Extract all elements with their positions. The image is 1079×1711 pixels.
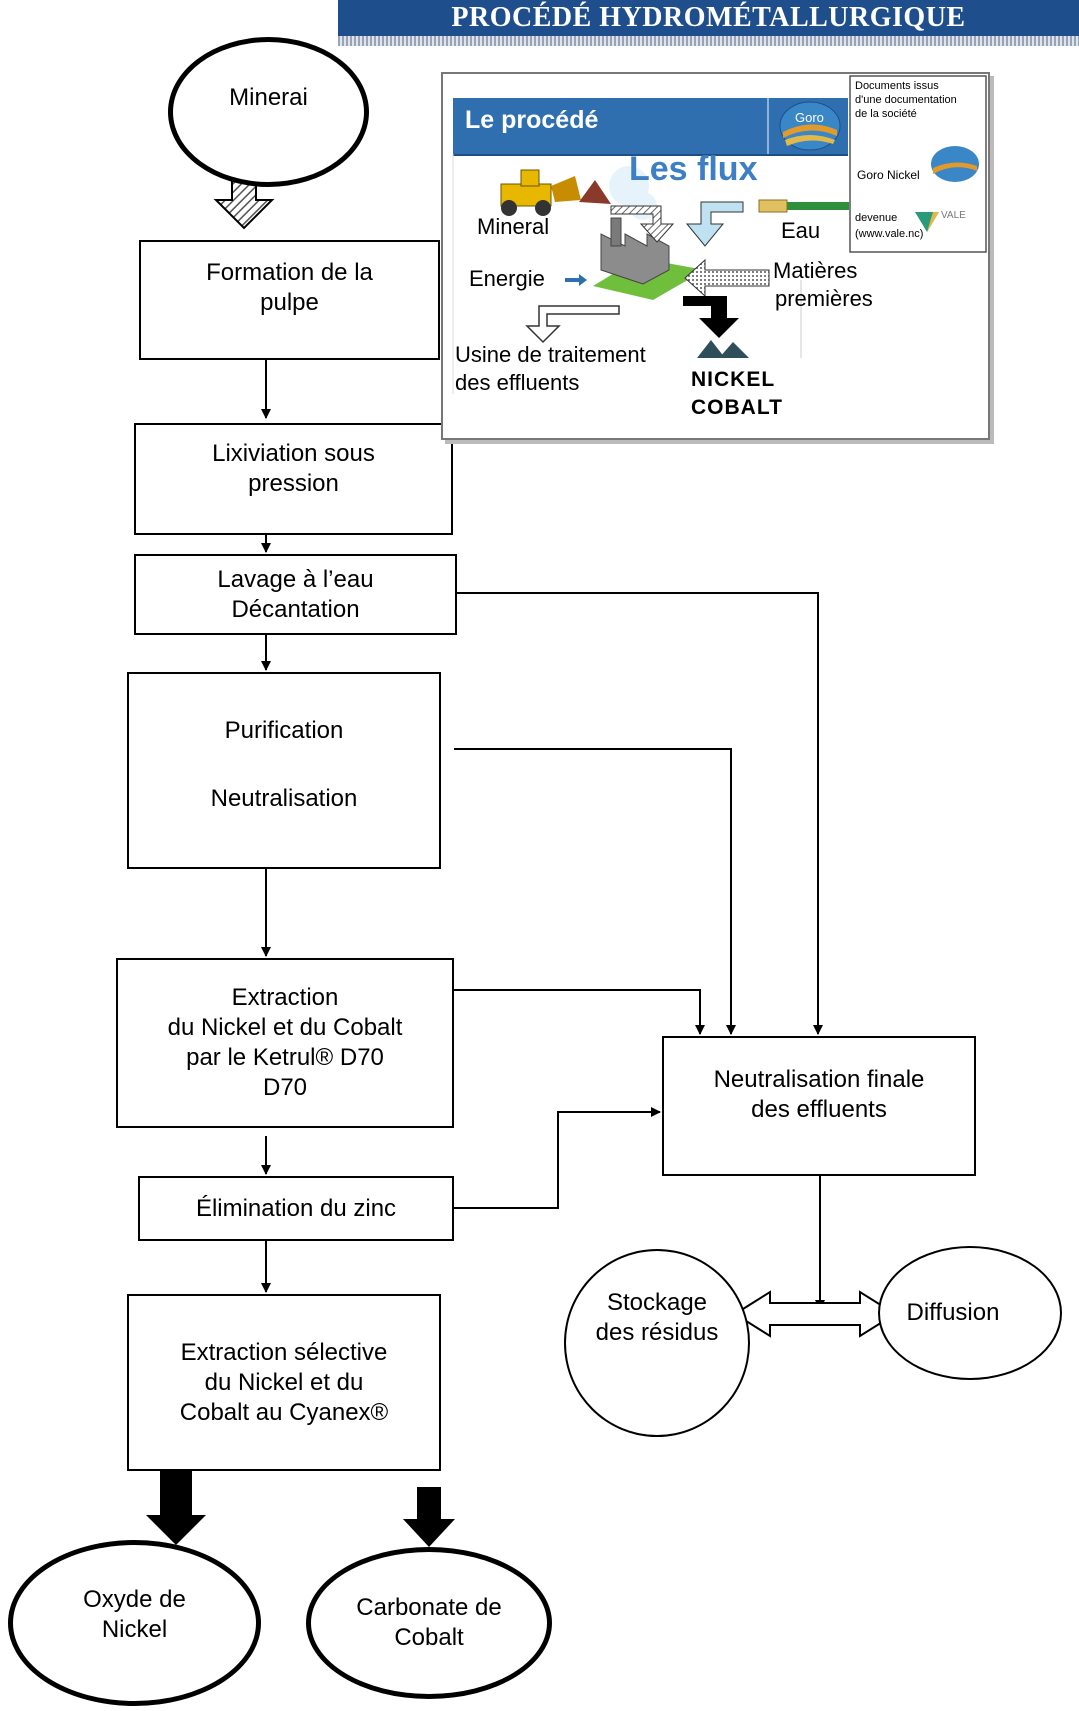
- process-inset: Le procédé Goro Les flux Mineral Eau Ene…: [441, 72, 990, 440]
- carbonate-label-1: Carbonate de: [356, 1594, 502, 1621]
- extraction-label-2: du Nickel et du Cobalt: [167, 1014, 403, 1041]
- carbonate-label-2: Cobalt: [394, 1624, 464, 1651]
- stockage-node: Stockage des résidus: [564, 1249, 750, 1437]
- extraction-label-4: D70: [262, 1074, 308, 1101]
- usine-label-1: Usine de traitement: [455, 342, 646, 367]
- matieres-label-1: Matières: [773, 258, 858, 283]
- vale-label: VALE: [941, 210, 966, 221]
- minerai-node: Minerai: [168, 37, 369, 187]
- mineral-flow-arrow-icon: [610, 205, 675, 243]
- mineral-label: Mineral: [477, 214, 550, 239]
- water-pipe-icon: [758, 199, 849, 213]
- inset-logo-label: Goro: [795, 110, 824, 125]
- zinc-node: Élimination du zinc: [138, 1176, 454, 1241]
- inset-illustration: [452, 75, 987, 394]
- carbonate-node: Carbonate de Cobalt: [306, 1547, 552, 1699]
- header-banner: [338, 0, 1079, 36]
- bold-arrow-nickel-icon: [146, 1471, 206, 1545]
- formation-label-1: Formation de la: [206, 259, 373, 286]
- oxyde-node: Oxyde de Nickel: [8, 1540, 261, 1706]
- neutralisation-finale-label-2: des effluents: [751, 1096, 887, 1123]
- oxyde-label-1: Oxyde de: [83, 1586, 186, 1613]
- energy-arrow-icon: [565, 274, 587, 286]
- eau-label: Eau: [781, 218, 821, 243]
- extraction-node: Extraction du Nickel et du Cobalt par le…: [116, 958, 454, 1128]
- formation-node: Formation de la pulpe: [139, 240, 440, 360]
- lavage-label-1: Lavage à l’eau: [217, 565, 374, 593]
- product-flow-arrow-icon: [683, 296, 739, 338]
- matieres-label-2: premières: [775, 286, 873, 311]
- flux-title: Les flux: [629, 150, 758, 188]
- lixiviation-label-2: pression: [248, 470, 339, 497]
- nickel-label: NICKEL: [691, 368, 776, 391]
- lavage-node: Lavage à l’eau Décantation: [134, 554, 457, 635]
- arrow-purification-neutralisation: [454, 748, 736, 1035]
- cobalt-label: COBALT: [691, 396, 783, 419]
- effluent-flow-arrow-icon: [525, 305, 620, 344]
- purification-label-1: Purification: [224, 716, 344, 744]
- selective-label-3: Cobalt au Cyanex®: [179, 1398, 389, 1426]
- arrow-lavage-neutralisation: [456, 592, 823, 1035]
- double-arrow-icon: [733, 1290, 897, 1338]
- selective-node: Extraction sélective du Nickel et du Cob…: [127, 1294, 441, 1471]
- small-goro-logo-icon: [931, 146, 979, 182]
- minerai-label: Minerai: [229, 84, 308, 111]
- source-note-line-1: Documents issus: [855, 80, 939, 92]
- stockage-label-2: des résidus: [595, 1319, 719, 1346]
- extraction-label-3: par le Ketrul® D70: [186, 1044, 384, 1071]
- energie-label: Energie: [469, 266, 545, 291]
- bulldozer-icon: [500, 169, 611, 216]
- purification-node: Purification Neutralisation: [127, 672, 441, 869]
- neutralisation-finale-label-1: Neutralisation finale: [713, 1066, 925, 1093]
- bold-arrow-cobalt-icon: [403, 1487, 455, 1547]
- lixiviation-label-1: Lixiviation sous: [212, 440, 375, 467]
- goro-nickel-label: Goro Nickel: [857, 168, 920, 182]
- inset-header-label: Le procédé: [465, 106, 599, 134]
- formation-label-2: pulpe: [260, 289, 319, 316]
- zinc-label: Élimination du zinc: [195, 1194, 397, 1222]
- selective-label-2: du Nickel et du: [204, 1368, 364, 1396]
- arrow-zinc-neutralisation: [454, 1107, 661, 1209]
- page-title: PROCÉDÉ HYDROMÉTALLURGIQUE: [451, 2, 966, 33]
- devenue-label: devenue: [855, 212, 898, 224]
- source-note-line-3: de la société: [855, 108, 917, 120]
- diffusion-node: Diffusion: [878, 1246, 1062, 1380]
- source-note-line-2: d'une documentation: [855, 94, 957, 106]
- arrow-extraction-neutralisation: [454, 989, 705, 1035]
- selective-label-1: Extraction sélective: [180, 1338, 388, 1366]
- goro-logo-icon: [779, 101, 841, 151]
- stockage-label-1: Stockage: [606, 1289, 708, 1316]
- extraction-label-1: Extraction: [231, 984, 339, 1011]
- diffusion-label: Diffusion: [906, 1299, 1000, 1326]
- lavage-label-2: Décantation: [231, 595, 360, 623]
- hatched-arrow-icon: [213, 179, 275, 230]
- purification-label-2: Neutralisation: [210, 784, 358, 812]
- oxyde-label-2: Nickel: [101, 1616, 168, 1643]
- water-flow-arrow-icon: [685, 201, 744, 247]
- neutralisation-finale-node: Neutralisation finale des effluents: [662, 1036, 976, 1176]
- materials-flow-arrow-icon: [684, 258, 770, 298]
- nickel-ore-icon: [697, 340, 749, 358]
- factory-icon: [593, 166, 705, 300]
- lixiviation-node: Lixiviation sous pression: [134, 423, 453, 535]
- usine-label-2: des effluents: [455, 370, 580, 395]
- header-stripe: [338, 36, 1079, 46]
- website-label: (www.vale.nc): [855, 228, 924, 240]
